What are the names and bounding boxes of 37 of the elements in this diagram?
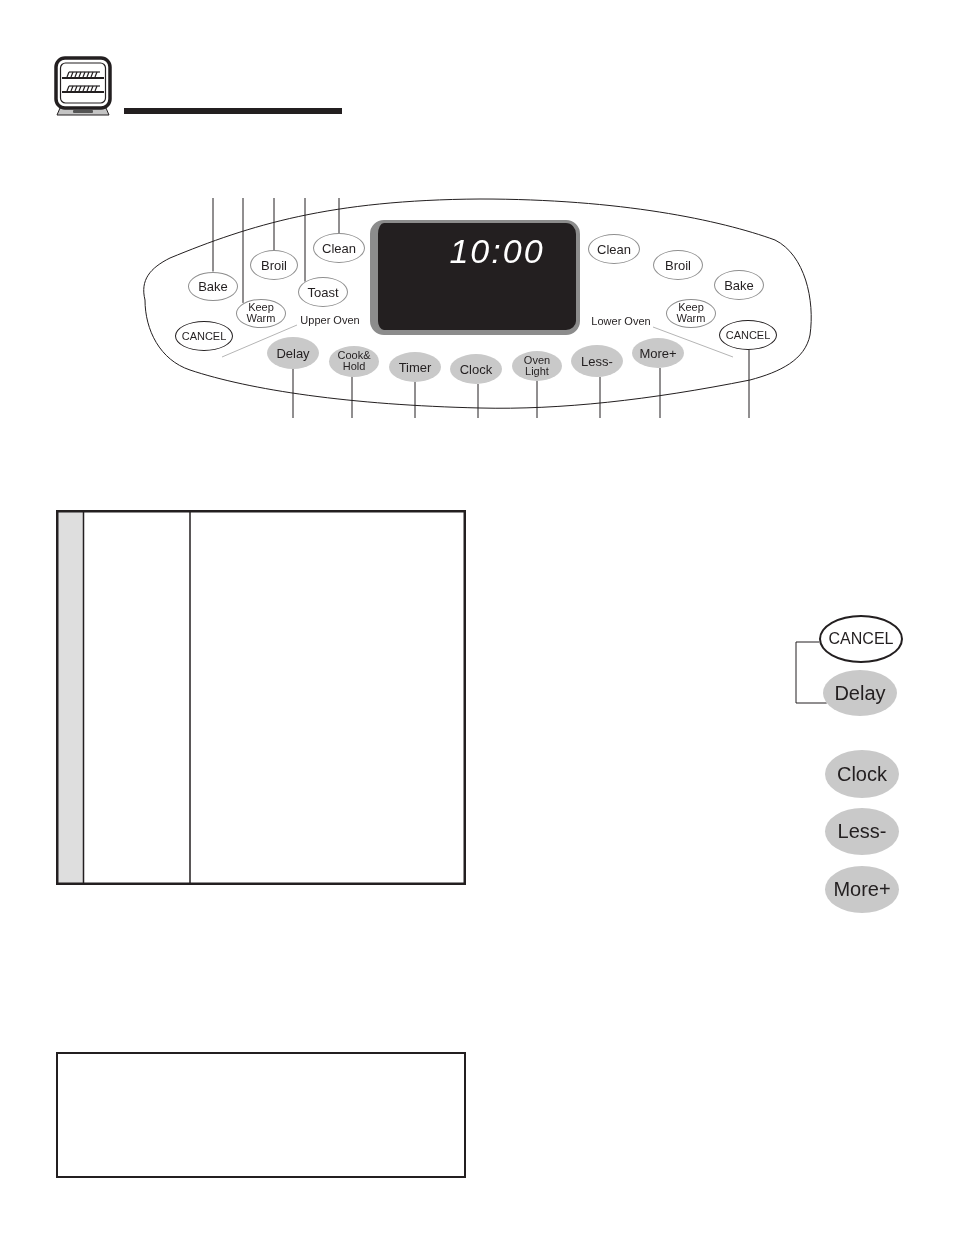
oval-button: Clock	[825, 750, 899, 798]
oval-button: Cook& Hold	[329, 345, 379, 377]
leader-line	[212, 197, 214, 272]
connector-line	[795, 641, 828, 704]
oval-button: Toast	[298, 277, 348, 307]
oval-button: CANCEL	[819, 615, 903, 663]
oval-button: Keep Warm	[236, 298, 286, 328]
oval-button: Clock	[450, 354, 502, 384]
leader-line	[292, 368, 294, 419]
oval-button: Timer	[389, 352, 441, 382]
lcd-display	[370, 220, 580, 335]
leader-line	[338, 197, 340, 234]
leader-line	[659, 367, 661, 419]
oval-button: Less-	[825, 807, 899, 855]
oval-button: Clean	[313, 233, 365, 263]
oval-button: Delay	[823, 670, 897, 716]
oval-button: Broil	[653, 250, 703, 280]
oval-button: Bake	[188, 271, 238, 301]
leader-line	[351, 376, 353, 419]
oval-button: Clean	[588, 234, 640, 264]
leader-line	[273, 197, 275, 251]
oval-button: More+	[825, 865, 899, 913]
oval-button: Less-	[571, 345, 623, 377]
oval-button: CANCEL	[719, 320, 777, 350]
oval-button: Broil	[250, 250, 298, 280]
leader-line	[748, 349, 750, 419]
time-readout: 10:00	[449, 234, 545, 268]
leader-line	[477, 383, 479, 419]
leader-line	[599, 376, 601, 419]
oval-button: Oven Light	[512, 351, 562, 381]
oval-button: CANCEL	[175, 321, 233, 351]
oval-button: Keep Warm	[666, 298, 716, 328]
panel-label: Upper Oven	[300, 314, 360, 326]
panel-label: Lower Oven	[591, 315, 651, 327]
leader-line	[536, 380, 538, 419]
oval-button: Bake	[714, 270, 764, 300]
leader-line	[414, 381, 416, 419]
